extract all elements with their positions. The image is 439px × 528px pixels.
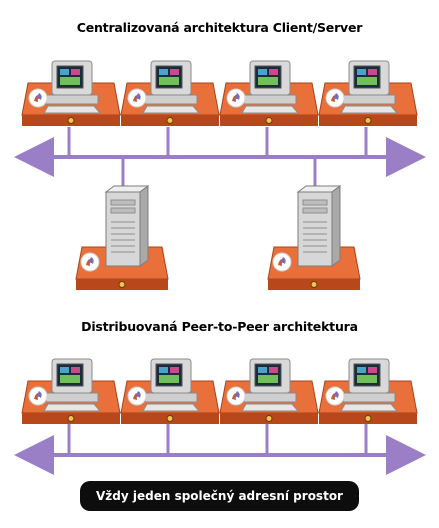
workstation bbox=[219, 358, 319, 424]
peer-stations bbox=[21, 358, 418, 424]
workstation bbox=[21, 358, 121, 424]
footer-badge: Vždy jeden společný adresní prostor bbox=[80, 481, 359, 511]
peer-to-peer-title: Distribuovaná Peer-to-Peer architektura bbox=[81, 319, 358, 334]
footer-label: Vždy jeden společný adresní prostor bbox=[96, 489, 343, 503]
workstation bbox=[318, 60, 418, 126]
server bbox=[267, 185, 361, 290]
workstation bbox=[120, 60, 220, 126]
workstation bbox=[318, 358, 418, 424]
bottom-network-bus bbox=[14, 420, 426, 475]
top-network-bus bbox=[14, 127, 426, 195]
client-server-title: Centralizovaná architektura Client/Serve… bbox=[76, 20, 363, 35]
client-stations bbox=[21, 60, 418, 126]
workstation bbox=[21, 60, 121, 126]
workstation bbox=[120, 358, 220, 424]
server bbox=[75, 185, 169, 290]
workstation bbox=[219, 60, 319, 126]
servers bbox=[75, 185, 361, 290]
